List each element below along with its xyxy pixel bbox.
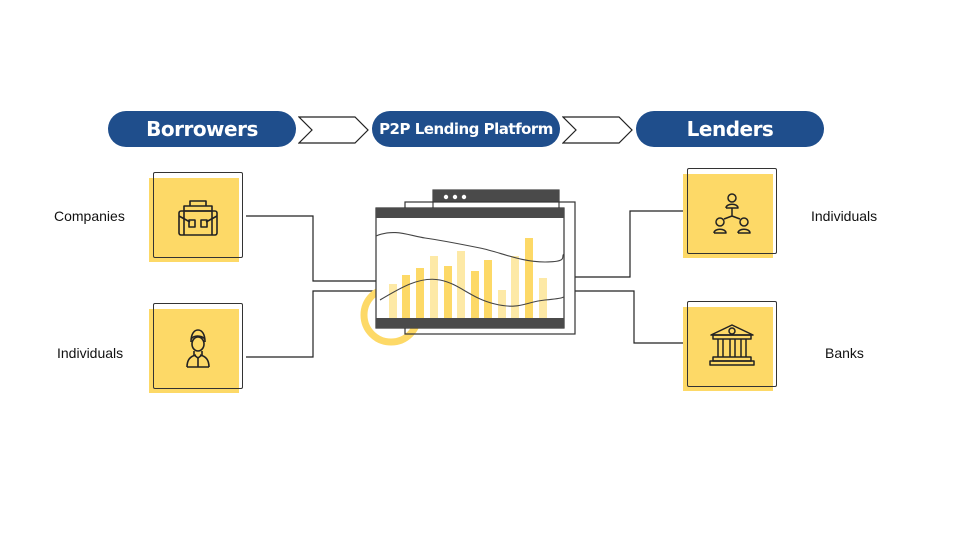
bar <box>539 278 547 318</box>
bar <box>525 238 533 318</box>
window-dot-icon <box>452 194 458 200</box>
bar <box>511 256 519 318</box>
connector-lender-individuals <box>575 210 686 278</box>
bar <box>484 260 492 318</box>
bar <box>457 251 465 318</box>
arrow-chevron-icon <box>562 116 633 144</box>
label-banks: Banks <box>825 345 864 361</box>
card-borrower-individuals <box>149 303 245 399</box>
window-dot-icon <box>443 194 449 200</box>
bar <box>444 266 452 318</box>
briefcase-icon <box>178 200 218 236</box>
bar <box>471 271 479 318</box>
bar <box>498 290 506 318</box>
connector-banks <box>575 290 686 344</box>
label-companies: Companies <box>54 208 125 224</box>
bank-icon <box>709 324 755 366</box>
label-lender-individuals: Individuals <box>811 208 878 224</box>
bar-group <box>389 238 547 318</box>
window-dot-icon <box>461 194 467 200</box>
trend-line <box>375 232 565 263</box>
bar <box>416 268 424 318</box>
bar <box>430 256 438 318</box>
lenders-header: Lenders <box>636 111 824 147</box>
label-borrower-individuals: Individuals <box>57 345 124 361</box>
borrowers-header: Borrowers <box>108 111 296 147</box>
connector-borrower-individuals <box>246 290 378 358</box>
group-network-icon <box>713 193 751 234</box>
bar <box>402 275 410 318</box>
card-lender-individuals <box>683 168 779 264</box>
person-icon <box>186 329 210 368</box>
card-banks <box>683 301 779 397</box>
platform-header: P2P Lending Platform <box>372 111 560 147</box>
bar <box>389 284 397 318</box>
trend-line <box>379 278 565 307</box>
connector-companies <box>246 215 378 282</box>
arrow-chevron-icon <box>298 116 369 144</box>
card-companies <box>149 172 245 268</box>
